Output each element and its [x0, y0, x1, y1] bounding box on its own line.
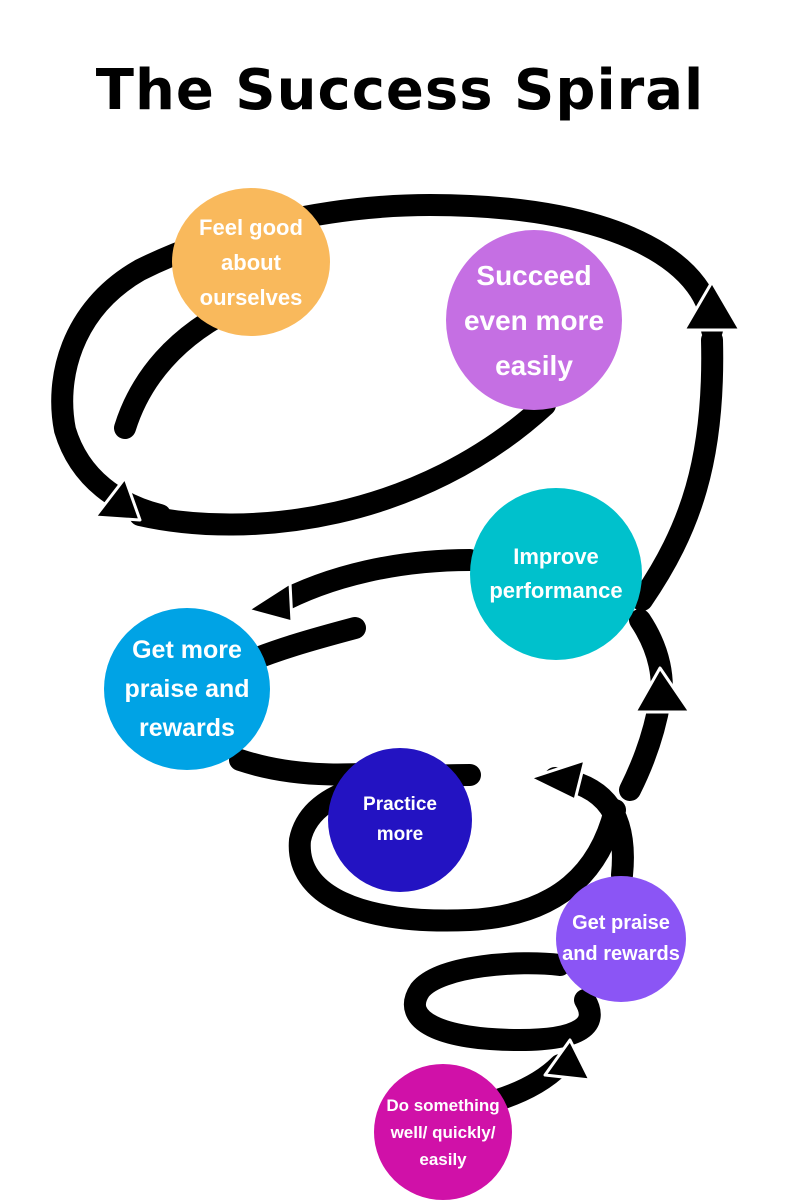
arrow-to-improve — [633, 666, 692, 714]
node-get-praise: Get praise and rewards — [556, 876, 686, 1002]
node-practice-label: Practice more — [363, 794, 437, 845]
spiral-segment-6 — [631, 329, 724, 611]
node-improve: Improve performance — [470, 488, 642, 660]
arrow-to-practice — [528, 758, 587, 802]
spiral-segment-2 — [404, 952, 601, 1051]
node-improve-label: Improve performance — [489, 544, 623, 603]
node-do-something-label: Do something well/ quickly/ easily — [386, 1095, 500, 1169]
node-get-more-praise: Get more praise and rewards — [104, 608, 270, 770]
node-get-more-praise-label: Get more praise and rewards — [124, 635, 250, 742]
node-succeed: Succeed even more easily — [446, 230, 622, 410]
arrow-to-bottom-of-loop — [93, 476, 142, 522]
node-practice: Practice more — [328, 748, 472, 892]
node-feel-good-label: Feel good about ourselves — [199, 214, 303, 310]
arrow-to-succeed — [682, 280, 742, 332]
node-succeed-label: Succeed even more easily — [463, 259, 605, 381]
node-get-praise-label: Get praise and rewards — [562, 912, 680, 965]
node-feel-good: Feel good about ourselves — [172, 188, 330, 336]
node-do-something: Do something well/ quickly/ easily — [374, 1064, 512, 1200]
spiral-segment-12 — [129, 394, 556, 536]
arrow-to-get-praise — [543, 1038, 592, 1082]
arrow-to-get-more — [246, 581, 294, 624]
spiral-segment-7 — [264, 549, 481, 616]
page-title: The Success Spiral — [95, 58, 705, 123]
